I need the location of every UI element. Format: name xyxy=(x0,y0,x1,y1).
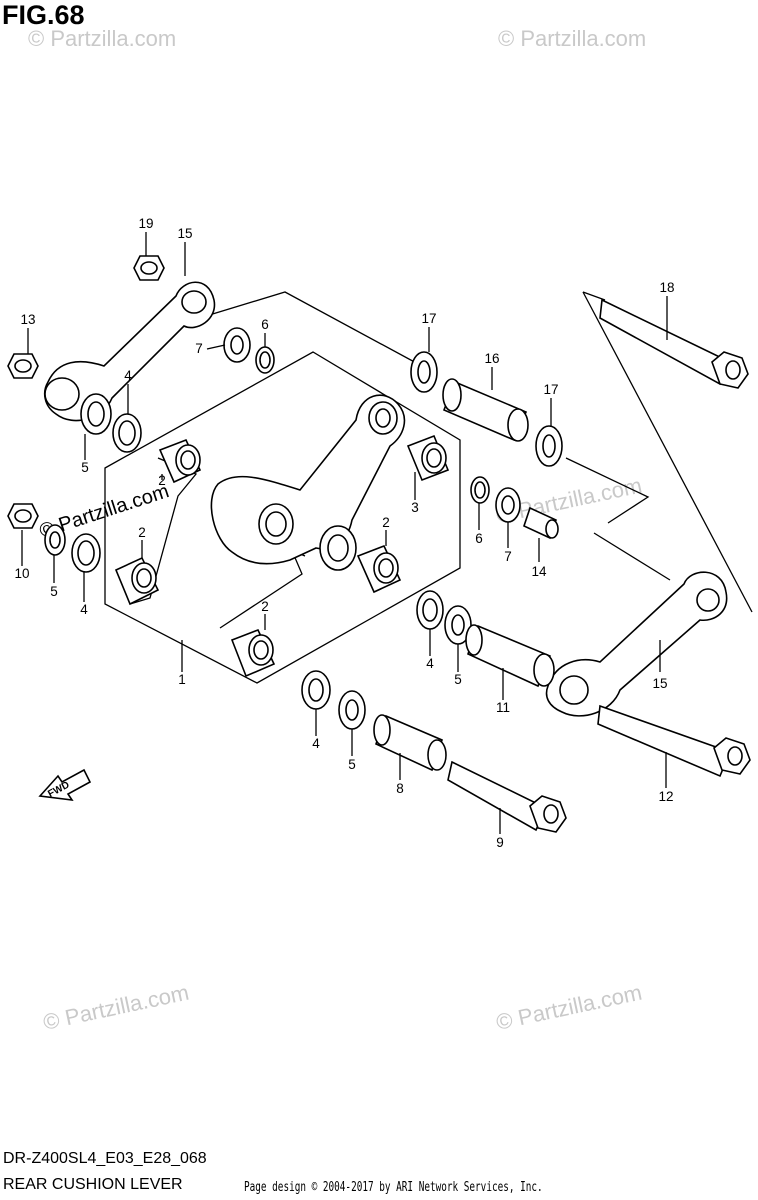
part-4-ring xyxy=(416,590,444,630)
callout-6: 6 xyxy=(475,531,483,546)
callout-9: 9 xyxy=(496,835,504,850)
callout-11: 11 xyxy=(496,700,510,715)
callout-1: 1 xyxy=(178,672,186,687)
callout-18: 18 xyxy=(659,280,674,295)
forward-direction-arrow: FWD xyxy=(38,768,92,802)
part-9-bolt xyxy=(447,760,567,833)
callout-17: 17 xyxy=(543,382,558,397)
callout-10: 10 xyxy=(14,566,29,581)
part-6-seal xyxy=(470,476,490,504)
part-2-bearing xyxy=(356,544,402,594)
callout-17: 17 xyxy=(421,311,436,326)
callout-5: 5 xyxy=(50,584,58,599)
part-1-cushion-lever xyxy=(210,394,406,571)
callout-labels: 19 15 13 7 6 4 5 10 5 4 2 2 2 2 3 1 17 1… xyxy=(14,216,674,850)
part-2-bearing xyxy=(230,628,276,678)
callout-15: 15 xyxy=(177,226,192,241)
part-13-nut xyxy=(7,353,39,379)
watermark: © Partzilla.com xyxy=(498,26,646,51)
callout-2: 2 xyxy=(138,525,146,540)
lever-assembly-outline xyxy=(104,351,461,684)
part-18-bolt xyxy=(599,298,749,389)
model-code: DR-Z400SL4_E03_E28_068 xyxy=(3,1150,207,1167)
watermark: © Partzilla.com xyxy=(494,980,644,1035)
callout-7: 7 xyxy=(504,549,512,564)
part-5-washer xyxy=(444,605,472,645)
part-4-ring xyxy=(71,533,101,573)
callout-2: 2 xyxy=(382,515,390,530)
part-5-washer xyxy=(44,524,66,556)
part-17-washer xyxy=(535,425,563,467)
watermark: © Partzilla.com xyxy=(28,26,176,51)
callout-5: 5 xyxy=(454,672,462,687)
part-15-link-upper xyxy=(43,281,216,422)
part-2-bearing xyxy=(158,438,202,484)
part-16-collar xyxy=(442,378,529,442)
part-11-collar xyxy=(465,624,555,688)
part-7-spacer xyxy=(223,327,251,363)
copyright-notice: Page design © 2004-2017 by ARI Network S… xyxy=(244,1180,543,1195)
callout-4: 4 xyxy=(124,368,132,383)
callout-19: 19 xyxy=(138,216,153,231)
part-6-seal xyxy=(255,346,275,374)
callout-2: 2 xyxy=(158,473,166,488)
callout-4: 4 xyxy=(80,602,88,617)
part-8-collar xyxy=(373,714,447,772)
callout-2: 2 xyxy=(261,599,269,614)
callout-12: 12 xyxy=(658,789,673,804)
part-17-washer xyxy=(410,351,438,393)
part-12-bolt xyxy=(597,704,751,778)
part-2-bearing xyxy=(114,556,160,606)
part-3-bearing xyxy=(406,434,450,482)
callout-6: 6 xyxy=(261,317,269,332)
section-name: REAR CUSHION LEVER xyxy=(3,1176,183,1193)
part-10-nut xyxy=(7,503,39,529)
callout-7: 7 xyxy=(195,341,203,356)
callout-4: 4 xyxy=(426,656,434,671)
callout-3: 3 xyxy=(411,500,419,515)
part-19-nut xyxy=(133,255,165,281)
part-14-collar xyxy=(523,506,559,540)
part-5-washer xyxy=(338,690,366,730)
part-5-washer xyxy=(80,393,112,435)
part-15-link-lower xyxy=(545,571,728,717)
part-4-ring xyxy=(112,413,142,453)
callout-5: 5 xyxy=(81,460,89,475)
part-7-spacer xyxy=(495,487,521,523)
callout-4: 4 xyxy=(312,736,320,751)
watermark: © Partzilla.com xyxy=(41,980,191,1035)
callout-5: 5 xyxy=(348,757,356,772)
callout-13: 13 xyxy=(20,312,35,327)
callout-16: 16 xyxy=(484,351,499,366)
part-4-ring xyxy=(301,670,331,710)
callout-ticks xyxy=(21,232,668,834)
figure-title: FIG.68 xyxy=(2,0,85,30)
callout-8: 8 xyxy=(396,781,404,796)
callout-14: 14 xyxy=(531,564,547,579)
callout-15: 15 xyxy=(652,676,667,691)
